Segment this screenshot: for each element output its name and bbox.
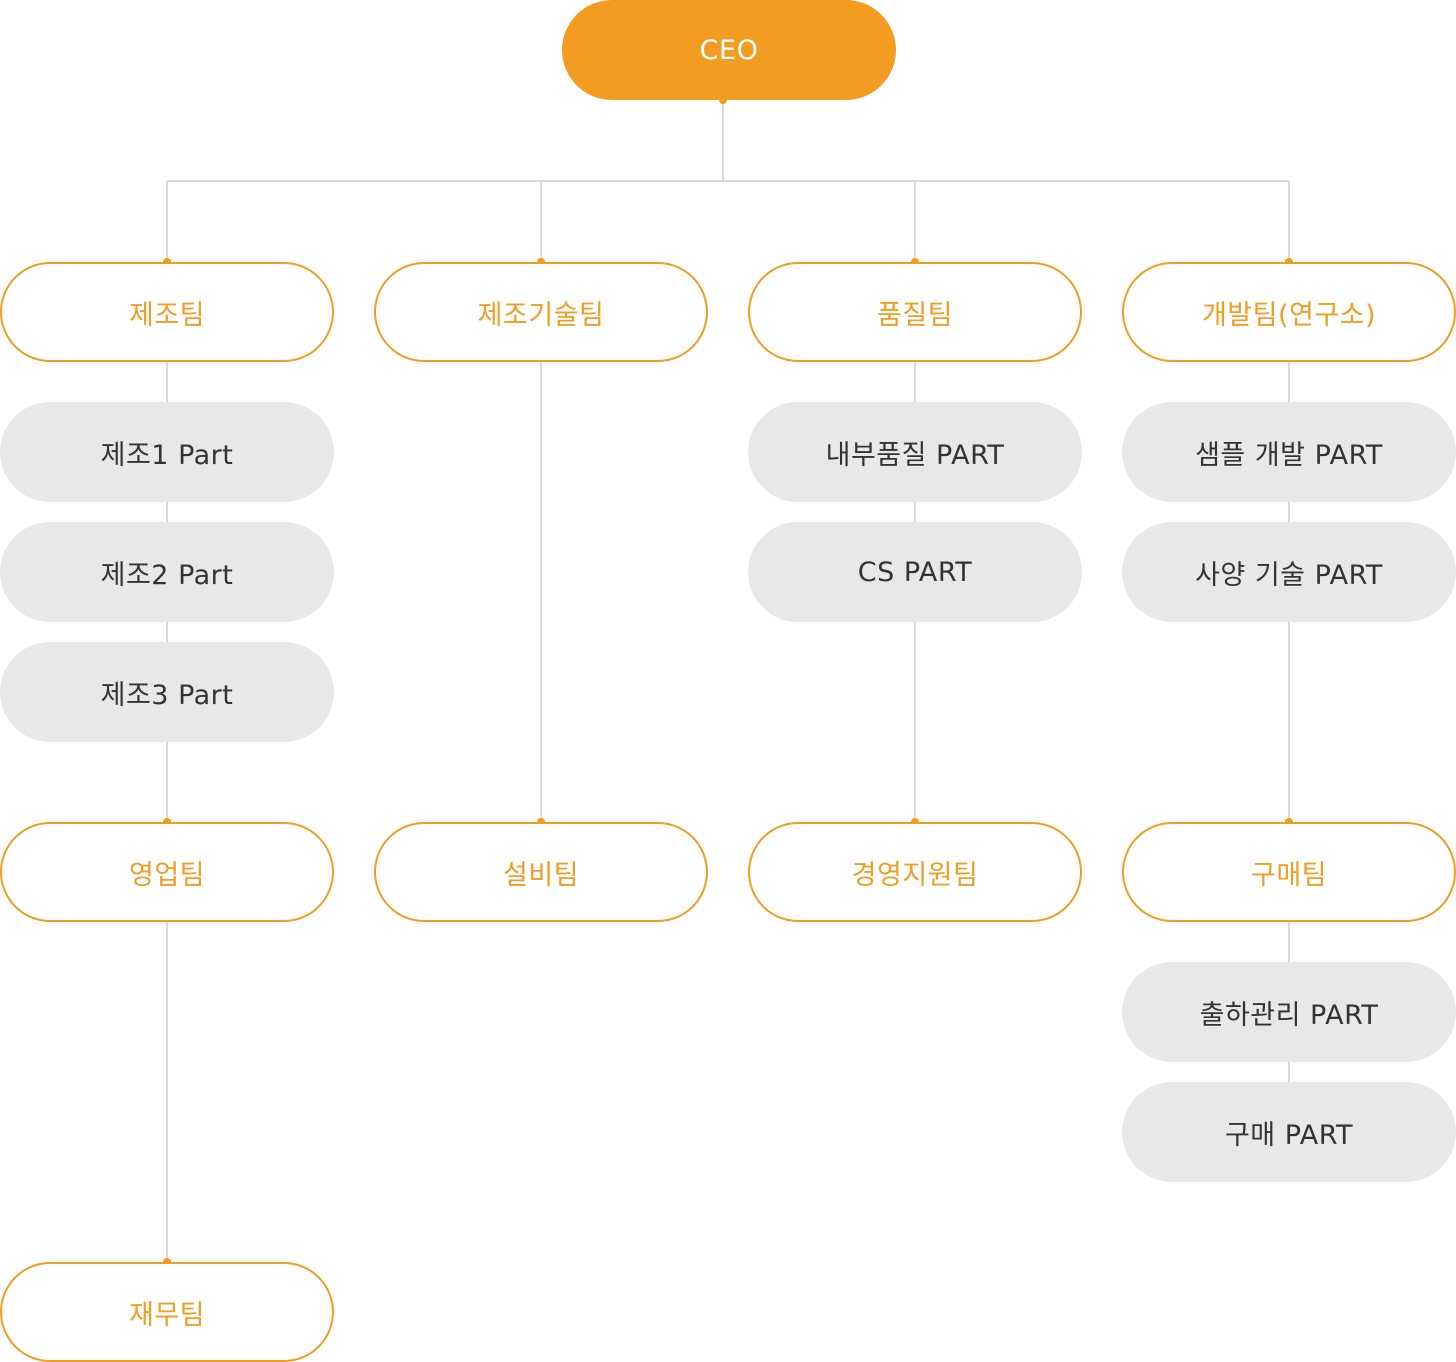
- team-label: 영업팀: [128, 859, 206, 891]
- part-manufacturing-1: 제조1 Part: [0, 402, 334, 502]
- team-label: 제조팀: [128, 299, 206, 331]
- team-sales: 영업팀: [0, 822, 334, 922]
- team-finance: 재무팀: [0, 1262, 334, 1362]
- part-spec-tech: 사양 기술 PART: [1122, 522, 1456, 622]
- team-purchasing: 구매팀: [1122, 822, 1456, 922]
- part-label: 샘플 개발 PART: [1195, 439, 1383, 471]
- part-sample-dev: 샘플 개발 PART: [1122, 402, 1456, 502]
- part-label: 제조3 Part: [100, 679, 234, 711]
- part-manufacturing-2: 제조2 Part: [0, 522, 334, 622]
- team-label: 개발팀(연구소): [1201, 299, 1377, 331]
- team-label: 재무팀: [128, 1299, 206, 1331]
- part-label: 내부품질 PART: [825, 439, 1005, 471]
- part-label: 출하관리 PART: [1199, 999, 1379, 1031]
- team-manufacturing-tech: 제조기술팀: [374, 262, 708, 362]
- team-development: 개발팀(연구소): [1122, 262, 1456, 362]
- part-purchasing: 구매 PART: [1122, 1082, 1456, 1182]
- part-label: 제조2 Part: [100, 559, 234, 591]
- team-facilities: 설비팀: [374, 822, 708, 922]
- team-label: 품질팀: [876, 299, 954, 331]
- team-quality: 품질팀: [748, 262, 1082, 362]
- team-label: 경영지원팀: [851, 859, 979, 891]
- team-label: 제조기술팀: [477, 299, 605, 331]
- team-label: 구매팀: [1250, 859, 1328, 891]
- part-shipping: 출하관리 PART: [1122, 962, 1456, 1062]
- part-manufacturing-3: 제조3 Part: [0, 642, 334, 742]
- part-cs: CS PART: [748, 522, 1082, 622]
- part-label: 제조1 Part: [100, 439, 234, 471]
- part-label: 사양 기술 PART: [1195, 559, 1383, 591]
- team-label: 설비팀: [502, 859, 580, 891]
- part-label: CS PART: [857, 556, 973, 588]
- team-management-support: 경영지원팀: [748, 822, 1082, 922]
- ceo-label: CEO: [699, 34, 759, 66]
- part-internal-quality: 내부품질 PART: [748, 402, 1082, 502]
- team-manufacturing: 제조팀: [0, 262, 334, 362]
- ceo-node: CEO: [562, 0, 896, 100]
- part-label: 구매 PART: [1224, 1119, 1354, 1151]
